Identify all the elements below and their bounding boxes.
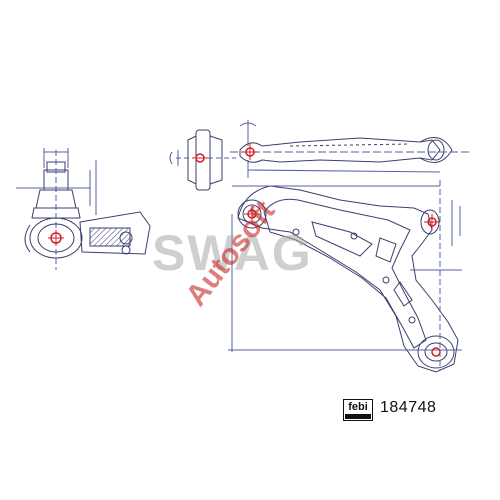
logo-subtext-bar: [345, 414, 371, 419]
logo-text: febi: [348, 401, 368, 413]
control-arm-center-marks: [244, 206, 441, 357]
ball-joint-side-view: [16, 148, 151, 270]
bushing-front-center-mark: [192, 153, 208, 163]
arm-top-center-mark: [242, 144, 258, 160]
control-arm-main-view: [228, 180, 462, 373]
arm-top-view: [230, 120, 470, 178]
febi-logo: febi: [343, 399, 373, 421]
bushing-front-view: [169, 129, 236, 191]
watermark-logo: SWAG Autosoft: [152, 200, 313, 312]
watermark-primary-text: SWAG: [152, 225, 313, 281]
part-number: 184748: [380, 399, 437, 416]
ball-joint-center-mark: [48, 230, 64, 246]
